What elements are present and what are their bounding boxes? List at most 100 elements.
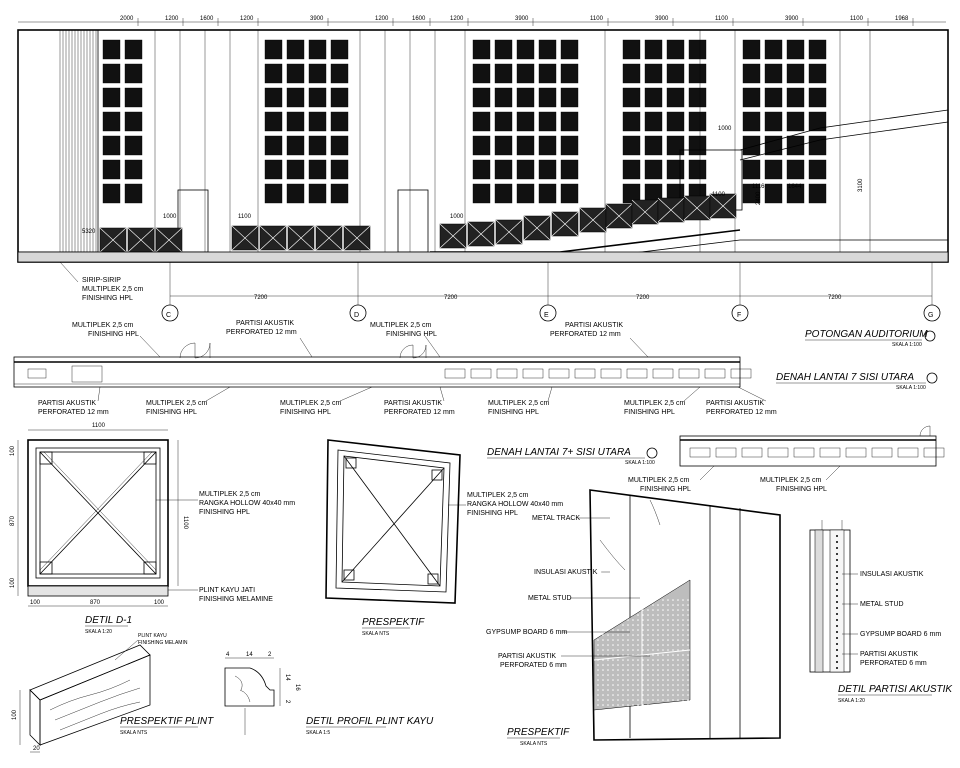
wall-label-3: GYPSUMP BOARD 6 mm (486, 629, 567, 636)
plan2-seat-boxes (689, 447, 945, 458)
grid-bubble-f (731, 304, 749, 322)
plan2-label-2a: MULTIPLEK 2,5 cm (760, 477, 822, 484)
plan1-bottom-label-5b: FINISHING HPL (624, 409, 675, 416)
section-title-symbol (924, 330, 936, 342)
plan1-bottom-labels: PARTISI AKUSTIK PERFORATED 12 mm MULTIPLEK… (38, 386, 777, 416)
d1-label-1c: FINISHING HPL (199, 509, 250, 516)
grid-label-f: F (737, 312, 741, 319)
plint-label-a: PLINT KAYU (138, 633, 167, 639)
detail-profil-plint: 4 14 2 14 16 2 DETIL PROFIL PLINT KAYU S… (224, 652, 434, 736)
plan1-top-label-4b: PERFORATED 12 mm (550, 331, 621, 338)
prespektif1-title: PRESPEKTIF (362, 617, 425, 628)
top-dim-0: 2000 (120, 16, 134, 22)
d1-label-2b: FINISHING MELAMINE (199, 596, 273, 603)
profil-dim-top-1: 4 (226, 652, 230, 658)
partisi-label-2: GYPSUMP BOARD 6 mm (860, 631, 941, 638)
d1-corner-tl (39, 451, 53, 465)
door-swing-1 (179, 342, 196, 359)
plan2-title: DENAH LANTAI 7+ SISI UTARA (487, 447, 631, 458)
detail-partisi-akustik: INSULASI AKUSTIK METAL STUD GYPSUMP BOARD … (809, 520, 953, 704)
d1-label-2a: PLINT KAYU JATI (199, 587, 255, 594)
plan1-top-label-1b: FINISHING HPL (88, 331, 139, 338)
door-swing-2 (399, 344, 414, 359)
grid-spacing-ef: 7200 (636, 295, 650, 301)
perforated-grid (593, 599, 691, 706)
plan1-top-label-3b: FINISHING HPL (386, 331, 437, 338)
d1-plint (27, 585, 169, 597)
prespektif-panel: MULTIPLEK 2,5 cm RANGKA HOLLOW 40x40 mm … (325, 439, 563, 637)
plan2-title-symbol (646, 447, 658, 459)
prespektif-panel-outer (325, 439, 461, 604)
d1-scale: SKALA 1:20 (85, 629, 112, 635)
d1-label-1a: MULTIPLEK 2,5 cm (199, 491, 261, 498)
partisi-label-0: INSULASI AKUSTIK (860, 571, 924, 578)
wall-outline (589, 489, 781, 741)
d1-corner-br (143, 561, 157, 575)
prespektif-plint: 100 20 PLINT KAYU FINISHING MELAMIN PRES… (12, 633, 214, 753)
top-dim-6: 1600 (412, 16, 426, 22)
d1-dim-left-mid: 870 (10, 515, 16, 526)
top-dim-9: 1100 (590, 16, 604, 22)
top-dim-12: 3900 (785, 16, 799, 22)
plint-scale: SKALA NTS (120, 730, 148, 736)
d1-dim-left-top: 100 (10, 445, 16, 456)
grid-bubble-g (923, 304, 941, 322)
plan1-bottom-label-3b: PERFORATED 12 mm (384, 409, 455, 416)
top-dim-4: 3900 (310, 16, 324, 22)
left-wall-hatch (59, 30, 97, 252)
profil-dim-top-2: 14 (246, 652, 253, 658)
prespektif1-label-b: RANGKA HOLLOW 40x40 mm (467, 501, 563, 508)
wall-label-1: INSULASI AKUSTIK (534, 569, 598, 576)
dim-3100: 3100 (858, 178, 864, 192)
plan1-top-label-2b: PERFORATED 12 mm (226, 329, 297, 336)
plan1-bottom-label-6b: PERFORATED 12 mm (706, 409, 777, 416)
prespektif2-scale: SKALA NTS (520, 741, 548, 747)
plint-top (29, 644, 151, 701)
dim-5320: 5320 (82, 229, 96, 235)
detail-d1: 1100 1100 100 870 100 100 870 100 MULTIP… (10, 423, 295, 635)
dim-1000-c: 1000 (718, 126, 732, 132)
grid-spacing-de: 7200 (444, 295, 458, 301)
plan1-bottom-label-4b: FINISHING HPL (488, 409, 539, 416)
plan1-scale: SKALA 1:100 (896, 385, 926, 391)
grid-label-d: D (354, 312, 359, 319)
plan1-top-label-2a: PARTISI AKUSTIK (236, 320, 294, 327)
grid-spacing-fg: 7200 (828, 295, 842, 301)
section-scale: SKALA 1:100 (892, 342, 922, 348)
grid-label-e: E (544, 312, 549, 319)
top-dim-8: 3900 (515, 16, 529, 22)
plan2-label-1b: FINISHING HPL (640, 486, 691, 493)
partisi-label-4: PERFORATED 6 mm (860, 660, 927, 667)
plint-title: PRESPEKTIF PLINT (120, 716, 214, 727)
plint-dim-h: 100 (12, 709, 18, 720)
plan2-scale: SKALA 1:100 (625, 460, 655, 466)
partisi-label-3: PARTISI AKUSTIK (860, 651, 918, 658)
top-dim-11: 1100 (715, 16, 729, 22)
d1-dim-left-bot: 100 (10, 577, 16, 588)
plan1-bottom-label-2a: MULTIPLEK 2,5 cm (280, 400, 342, 407)
profil-dim-right-3: 2 (284, 700, 290, 704)
plan1-bottom-label-1a: MULTIPLEK 2,5 cm (146, 400, 208, 407)
profil-shape (224, 667, 275, 707)
d1-corner-tr (143, 451, 157, 465)
facade-window-grid (102, 39, 827, 204)
d1-title: DETIL D-1 (85, 615, 132, 626)
left-wall (17, 29, 99, 253)
dim-1000-a: 1000 (163, 214, 177, 220)
prespektif1-label-a: MULTIPLEK 2,5 cm (467, 492, 529, 499)
grid-label-c: C (166, 312, 171, 319)
wall-label-0: METAL TRACK (532, 515, 580, 522)
profil-dim-top-3: 2 (268, 652, 272, 658)
plan1-outline (13, 356, 741, 388)
plan2-label-2b: FINISHING HPL (776, 486, 827, 493)
partisi-scale: SKALA 1:20 (838, 698, 865, 704)
prespektif1-label-c: FINISHING HPL (467, 510, 518, 517)
sloped-ceiling (739, 109, 949, 151)
plan1-top-label-3a: MULTIPLEK 2,5 cm (370, 322, 432, 329)
plan1-bottom-label-0a: PARTISI AKUSTIK (38, 400, 96, 407)
partisi-label-1: METAL STUD (860, 601, 904, 608)
profil-dim-right-1: 14 (284, 674, 290, 681)
